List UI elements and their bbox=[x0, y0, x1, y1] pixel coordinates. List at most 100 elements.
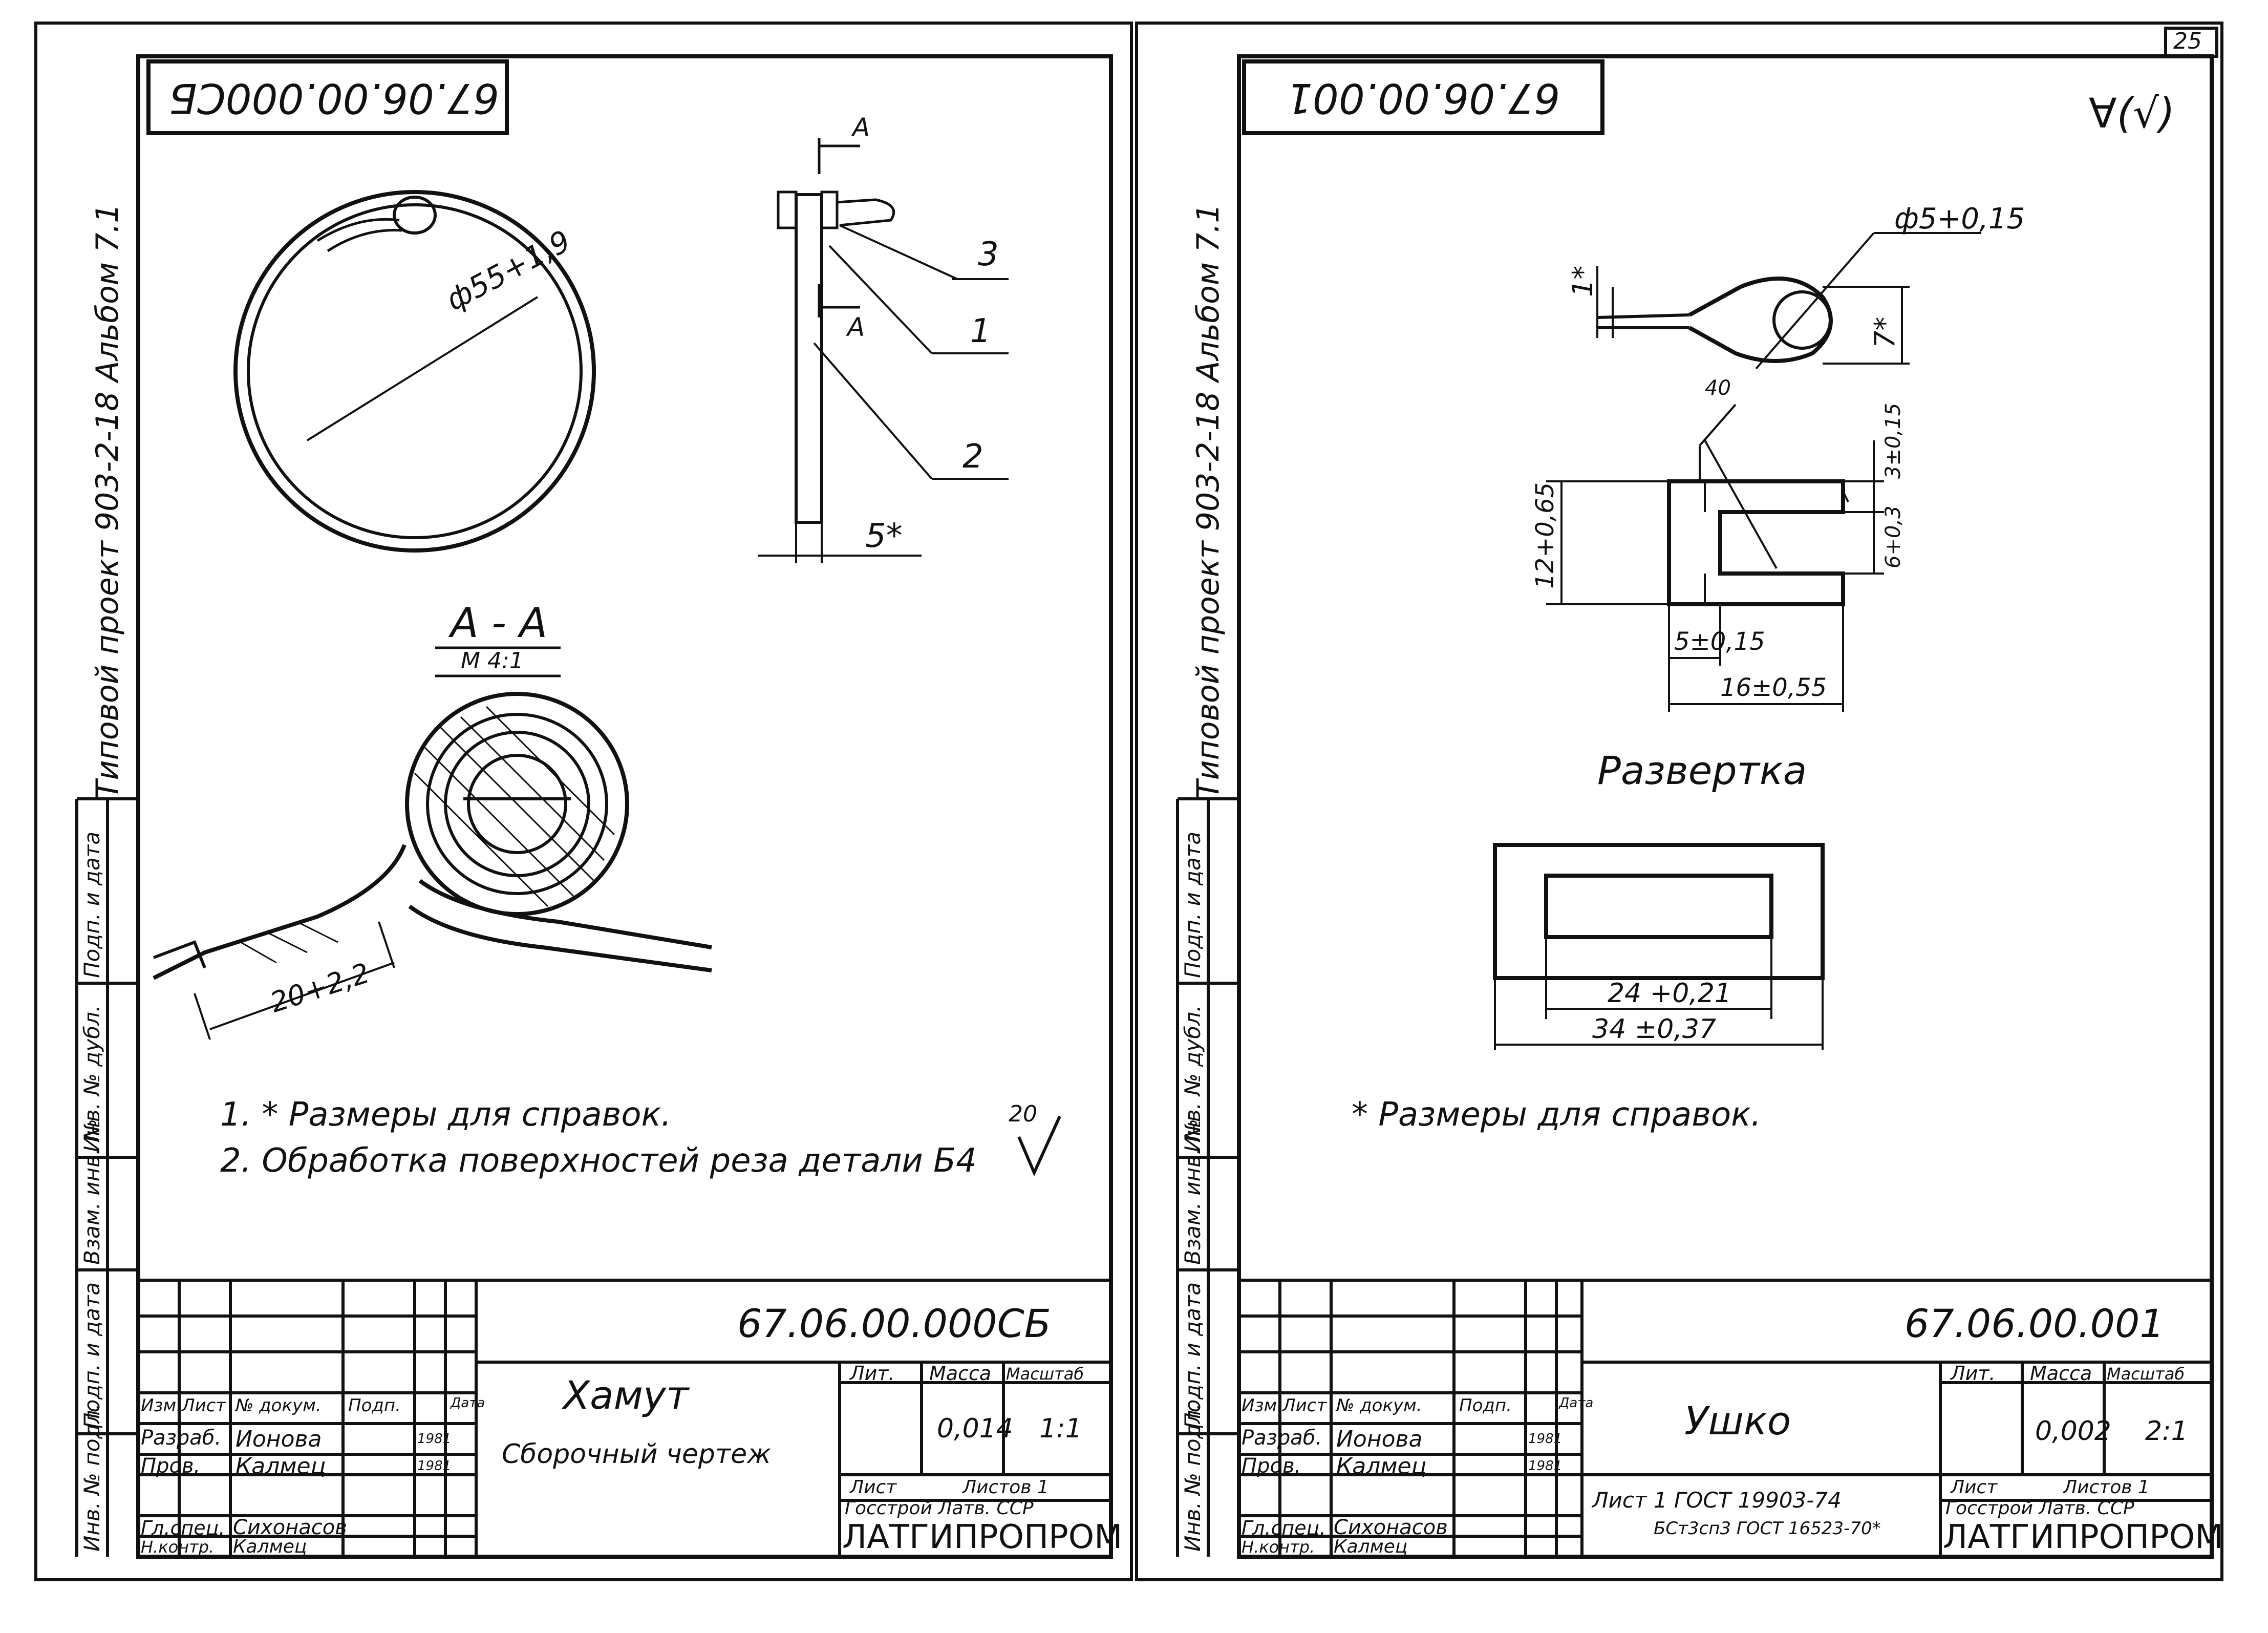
role: Разраб. bbox=[1242, 1426, 1322, 1450]
u-bracket-view bbox=[1667, 479, 1845, 606]
person: Калмец bbox=[1336, 1453, 1427, 1479]
right-stamp-text-wrap: 67.06.00.001 bbox=[1265, 74, 1582, 122]
role: Н.контр. bbox=[1242, 1537, 1315, 1557]
person: Калмец bbox=[233, 1536, 307, 1557]
scale-value: 2:1 bbox=[2145, 1416, 2188, 1447]
lit-head: Лит. bbox=[1951, 1362, 1996, 1385]
sheet-label: Лист bbox=[1951, 1477, 1998, 1498]
razvertka-title: Развертка bbox=[1597, 748, 1807, 793]
col-head: Изм. bbox=[141, 1395, 182, 1416]
roughness-value: 20 bbox=[1009, 1101, 1037, 1127]
dim-24: 24 +0,21 bbox=[1608, 978, 1732, 1009]
roughness-general: ∀(√) bbox=[2089, 90, 2175, 137]
sheet-number: 25 bbox=[2173, 28, 2202, 54]
dim-16: 16±0,55 bbox=[1720, 673, 1827, 702]
person: Калмец bbox=[236, 1453, 326, 1479]
callout-1: 1 bbox=[970, 312, 991, 350]
margin-label: Инв. № подл. bbox=[79, 1403, 104, 1552]
margin-label: Подп. и дата bbox=[1180, 831, 1205, 978]
col-head: Дата bbox=[1559, 1395, 1594, 1411]
right-stamp-code: 67.06.00.001 bbox=[1286, 74, 1560, 122]
section-scale: M 4:1 bbox=[461, 648, 524, 674]
scale-head: Масштаб bbox=[2107, 1364, 2185, 1384]
drawing-subtitle: Сборочный чертеж bbox=[502, 1439, 771, 1470]
right-note: * Размеры для справок. bbox=[1352, 1096, 1762, 1134]
sheets-label: Листов 1 bbox=[2063, 1477, 2150, 1498]
material-line-1: Лист 1 ГОСТ 19903-74 bbox=[1592, 1488, 1842, 1513]
roughness-mark bbox=[1017, 1115, 1061, 1177]
right-drawing-frame bbox=[1237, 54, 2214, 1559]
lit-head: Лит. bbox=[850, 1362, 895, 1385]
sheet-label: Лист bbox=[850, 1477, 897, 1498]
left-stamp-box bbox=[146, 59, 509, 135]
col-head: № докум. bbox=[1336, 1395, 1422, 1416]
date: 1981 bbox=[417, 1431, 452, 1447]
role: Н.контр. bbox=[141, 1537, 215, 1557]
section-mark-top: A bbox=[852, 113, 870, 142]
person: Ионова bbox=[1336, 1426, 1423, 1452]
dim-34: 34 ±0,37 bbox=[1592, 1014, 1717, 1045]
margin-label: Взам. инв. № bbox=[1180, 1118, 1205, 1265]
mass-head: Масса bbox=[2030, 1362, 2092, 1385]
title-block-code-right: 67.06.00.001 bbox=[1905, 1301, 2165, 1346]
dim-12: 12+0,65 bbox=[1531, 482, 1559, 589]
dim-3: 3±0,15 bbox=[1881, 402, 1905, 479]
role: Пров. bbox=[1242, 1454, 1301, 1478]
left-drawing-frame bbox=[136, 54, 1113, 1559]
dim-5-right: 5±0,15 bbox=[1674, 627, 1765, 656]
section-mark-bottom: A bbox=[847, 312, 865, 342]
razvertka-outline bbox=[1493, 843, 1825, 980]
part-name-right: Ушко bbox=[1684, 1398, 1791, 1444]
note-2: 2. Обработка поверхностей реза детали Б4 bbox=[220, 1142, 977, 1180]
clamp-ring-inner bbox=[247, 203, 583, 539]
person: Сихонасов bbox=[1334, 1516, 1448, 1539]
ring-pin bbox=[393, 196, 437, 235]
right-sheet-frame bbox=[1135, 22, 2223, 1581]
callout-2: 2 bbox=[962, 438, 983, 476]
scale-head: Масштаб bbox=[1006, 1364, 1084, 1384]
scale-value: 1:1 bbox=[1039, 1413, 1082, 1444]
role: Гл.спец. bbox=[141, 1517, 225, 1539]
col-head: Изм. bbox=[1242, 1395, 1282, 1416]
cotter-pin bbox=[837, 198, 895, 227]
col-head: № докум. bbox=[236, 1395, 322, 1416]
col-head: Подп. bbox=[348, 1395, 401, 1416]
margin-label: Взам. инв. № bbox=[79, 1118, 104, 1265]
role: Гл.спец. bbox=[1242, 1517, 1326, 1539]
col-head: Подп. bbox=[1459, 1395, 1512, 1416]
person: Сихонасов bbox=[233, 1516, 347, 1539]
org-ministry: Госстрой Латв. ССР bbox=[845, 1498, 1034, 1519]
note-1: 1. * Размеры для справок. bbox=[220, 1096, 672, 1134]
col-head: Дата bbox=[451, 1395, 485, 1411]
date: 1981 bbox=[417, 1458, 452, 1474]
album-text-right: Типовой проект 903-2-18 Альбом 7.1 bbox=[1190, 203, 1226, 799]
person: Калмец bbox=[1334, 1536, 1408, 1557]
org-ministry: Госстрой Латв. ССР bbox=[1945, 1498, 2134, 1519]
material-line-2: БСт3сп3 ГОСТ 16523-70* bbox=[1654, 1518, 1881, 1539]
part-name: Хамут bbox=[563, 1372, 689, 1418]
margin-label: Подп. и дата bbox=[79, 831, 104, 978]
dim-40: 40 bbox=[1705, 376, 1731, 400]
album-text-left: Типовой проект 903-2-18 Альбом 7.1 bbox=[90, 203, 125, 799]
role: Разраб. bbox=[141, 1426, 222, 1450]
dim-phi5: ф5+0,15 bbox=[1894, 202, 2025, 236]
dim-6: 6+0,3 bbox=[1881, 505, 1905, 568]
clamp-ring-outer bbox=[233, 190, 596, 553]
dim-1: 1* bbox=[1567, 265, 1599, 297]
left-stamp-code: 67.06.00.000СБ bbox=[169, 74, 500, 122]
mass-value: 0,014 bbox=[937, 1413, 1013, 1444]
role: Пров. bbox=[141, 1454, 201, 1478]
left-stamp-text-wrap: 67.06.00.000СБ bbox=[169, 74, 499, 122]
col-head: Лист bbox=[182, 1395, 226, 1416]
org-name: ЛАТГИПРОПРОМ bbox=[842, 1518, 1123, 1556]
right-stamp-box bbox=[1242, 59, 1604, 135]
section-title: A - A bbox=[451, 599, 548, 647]
col-head: Лист bbox=[1282, 1395, 1327, 1416]
callout-3: 3 bbox=[978, 236, 999, 273]
person: Ионова bbox=[236, 1426, 322, 1452]
clamp-side-view bbox=[795, 193, 823, 524]
org-name: ЛАТГИПРОПРОМ bbox=[1943, 1518, 2223, 1556]
dim-5-star: 5* bbox=[865, 517, 903, 555]
right-title-block bbox=[1239, 1279, 2212, 1557]
left-title-block bbox=[138, 1279, 1111, 1557]
